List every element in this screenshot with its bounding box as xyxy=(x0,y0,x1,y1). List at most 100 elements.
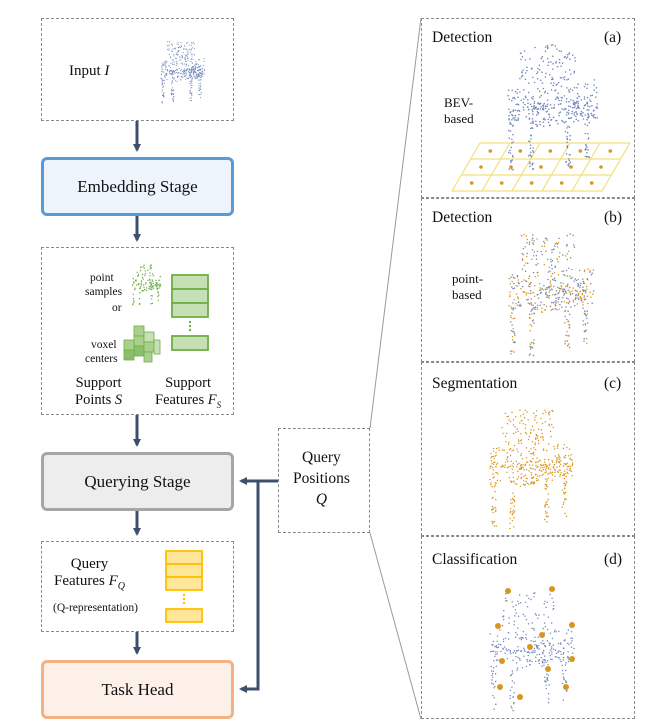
point-dot xyxy=(562,474,564,477)
point-dot xyxy=(492,463,495,466)
point-dot xyxy=(161,81,163,83)
point-dot xyxy=(583,299,586,301)
point-dot xyxy=(495,463,498,466)
point-dot xyxy=(533,596,535,598)
point-dot xyxy=(551,260,554,262)
point-dot xyxy=(580,99,583,101)
point-dot xyxy=(548,295,551,297)
point-dot xyxy=(559,659,561,661)
point-dot xyxy=(575,110,577,113)
point-dot xyxy=(555,631,558,633)
point-dot xyxy=(563,474,566,476)
point-dot xyxy=(570,454,572,456)
point-dot xyxy=(563,56,566,59)
point-dot xyxy=(546,258,549,261)
point-dot xyxy=(186,74,188,76)
point-dot xyxy=(541,307,543,310)
point-dot xyxy=(577,278,579,281)
point-dot xyxy=(515,662,518,664)
point-dot xyxy=(554,98,557,101)
querying-stage-label: Querying Stage xyxy=(84,471,191,491)
sample-dot xyxy=(140,286,142,288)
point-dot xyxy=(190,76,192,79)
point-dot xyxy=(570,99,572,101)
point-dot xyxy=(516,478,519,480)
point-dot xyxy=(552,608,554,610)
point-dot xyxy=(523,655,525,657)
sample-dot xyxy=(155,282,157,284)
point-dot xyxy=(190,58,192,60)
point-dot xyxy=(191,47,193,49)
point-dot xyxy=(494,672,497,675)
point-dot xyxy=(529,343,531,346)
point-dot xyxy=(530,341,533,344)
sample-dot xyxy=(141,273,144,276)
point-dot xyxy=(527,298,529,301)
point-dot xyxy=(555,302,557,304)
sample-dot xyxy=(149,266,152,268)
point-dot xyxy=(585,329,587,332)
point-dot xyxy=(534,468,537,471)
point-dot xyxy=(508,441,510,444)
point-dot xyxy=(521,268,524,271)
point-dot xyxy=(550,61,552,63)
fan-line-top xyxy=(369,17,422,429)
point-dot xyxy=(521,466,523,468)
point-dot xyxy=(495,665,498,668)
sample-dot xyxy=(144,283,147,285)
point-dot xyxy=(503,646,506,648)
point-dot xyxy=(572,103,575,106)
point-dot xyxy=(509,651,512,653)
point-dot xyxy=(555,300,557,302)
point-dot xyxy=(547,701,550,704)
point-dot xyxy=(543,664,545,666)
sample-dot xyxy=(137,274,140,277)
point-dot xyxy=(532,412,535,415)
point-dot xyxy=(563,292,565,295)
point-dot xyxy=(542,627,544,630)
point-dot xyxy=(510,330,513,332)
point-dot xyxy=(557,454,560,456)
point-dot xyxy=(194,68,196,70)
point-dot xyxy=(508,419,510,421)
point-dot xyxy=(547,616,550,618)
point-dot xyxy=(535,473,537,476)
panel-d: Classification (d) xyxy=(421,536,635,719)
sample-dot xyxy=(149,278,151,280)
point-dot xyxy=(529,58,531,60)
point-dot xyxy=(518,468,521,471)
point-dot xyxy=(547,674,550,677)
point-dot xyxy=(161,65,163,67)
point-dot xyxy=(548,463,551,465)
point-dot xyxy=(565,482,568,484)
support-points-label: Support Points S xyxy=(75,375,122,409)
point-dot xyxy=(186,77,188,79)
point-dot xyxy=(517,646,519,648)
point-dot xyxy=(536,410,538,412)
point-dot xyxy=(572,299,575,302)
sample-dot xyxy=(149,288,151,290)
point-dot xyxy=(515,293,518,295)
point-dot xyxy=(492,477,494,479)
point-dot xyxy=(506,422,509,425)
point-dot xyxy=(586,151,588,154)
panel-a-note: BEV- based xyxy=(444,95,474,127)
point-dot xyxy=(544,483,547,486)
point-dot xyxy=(572,301,575,303)
point-dot xyxy=(544,107,547,110)
point-dot xyxy=(528,243,531,245)
point-dot xyxy=(552,426,555,429)
point-dot xyxy=(590,100,592,103)
point-dot xyxy=(509,480,512,482)
point-dot xyxy=(542,640,544,642)
point-dot xyxy=(561,489,564,491)
point-dot xyxy=(192,70,195,72)
point-dot xyxy=(549,418,551,420)
point-dot xyxy=(557,642,560,645)
point-dot xyxy=(519,602,522,604)
point-dot xyxy=(567,472,569,475)
point-dot xyxy=(164,68,166,70)
point-dot xyxy=(537,297,540,300)
point-dot xyxy=(573,120,575,123)
point-dot xyxy=(526,477,528,480)
